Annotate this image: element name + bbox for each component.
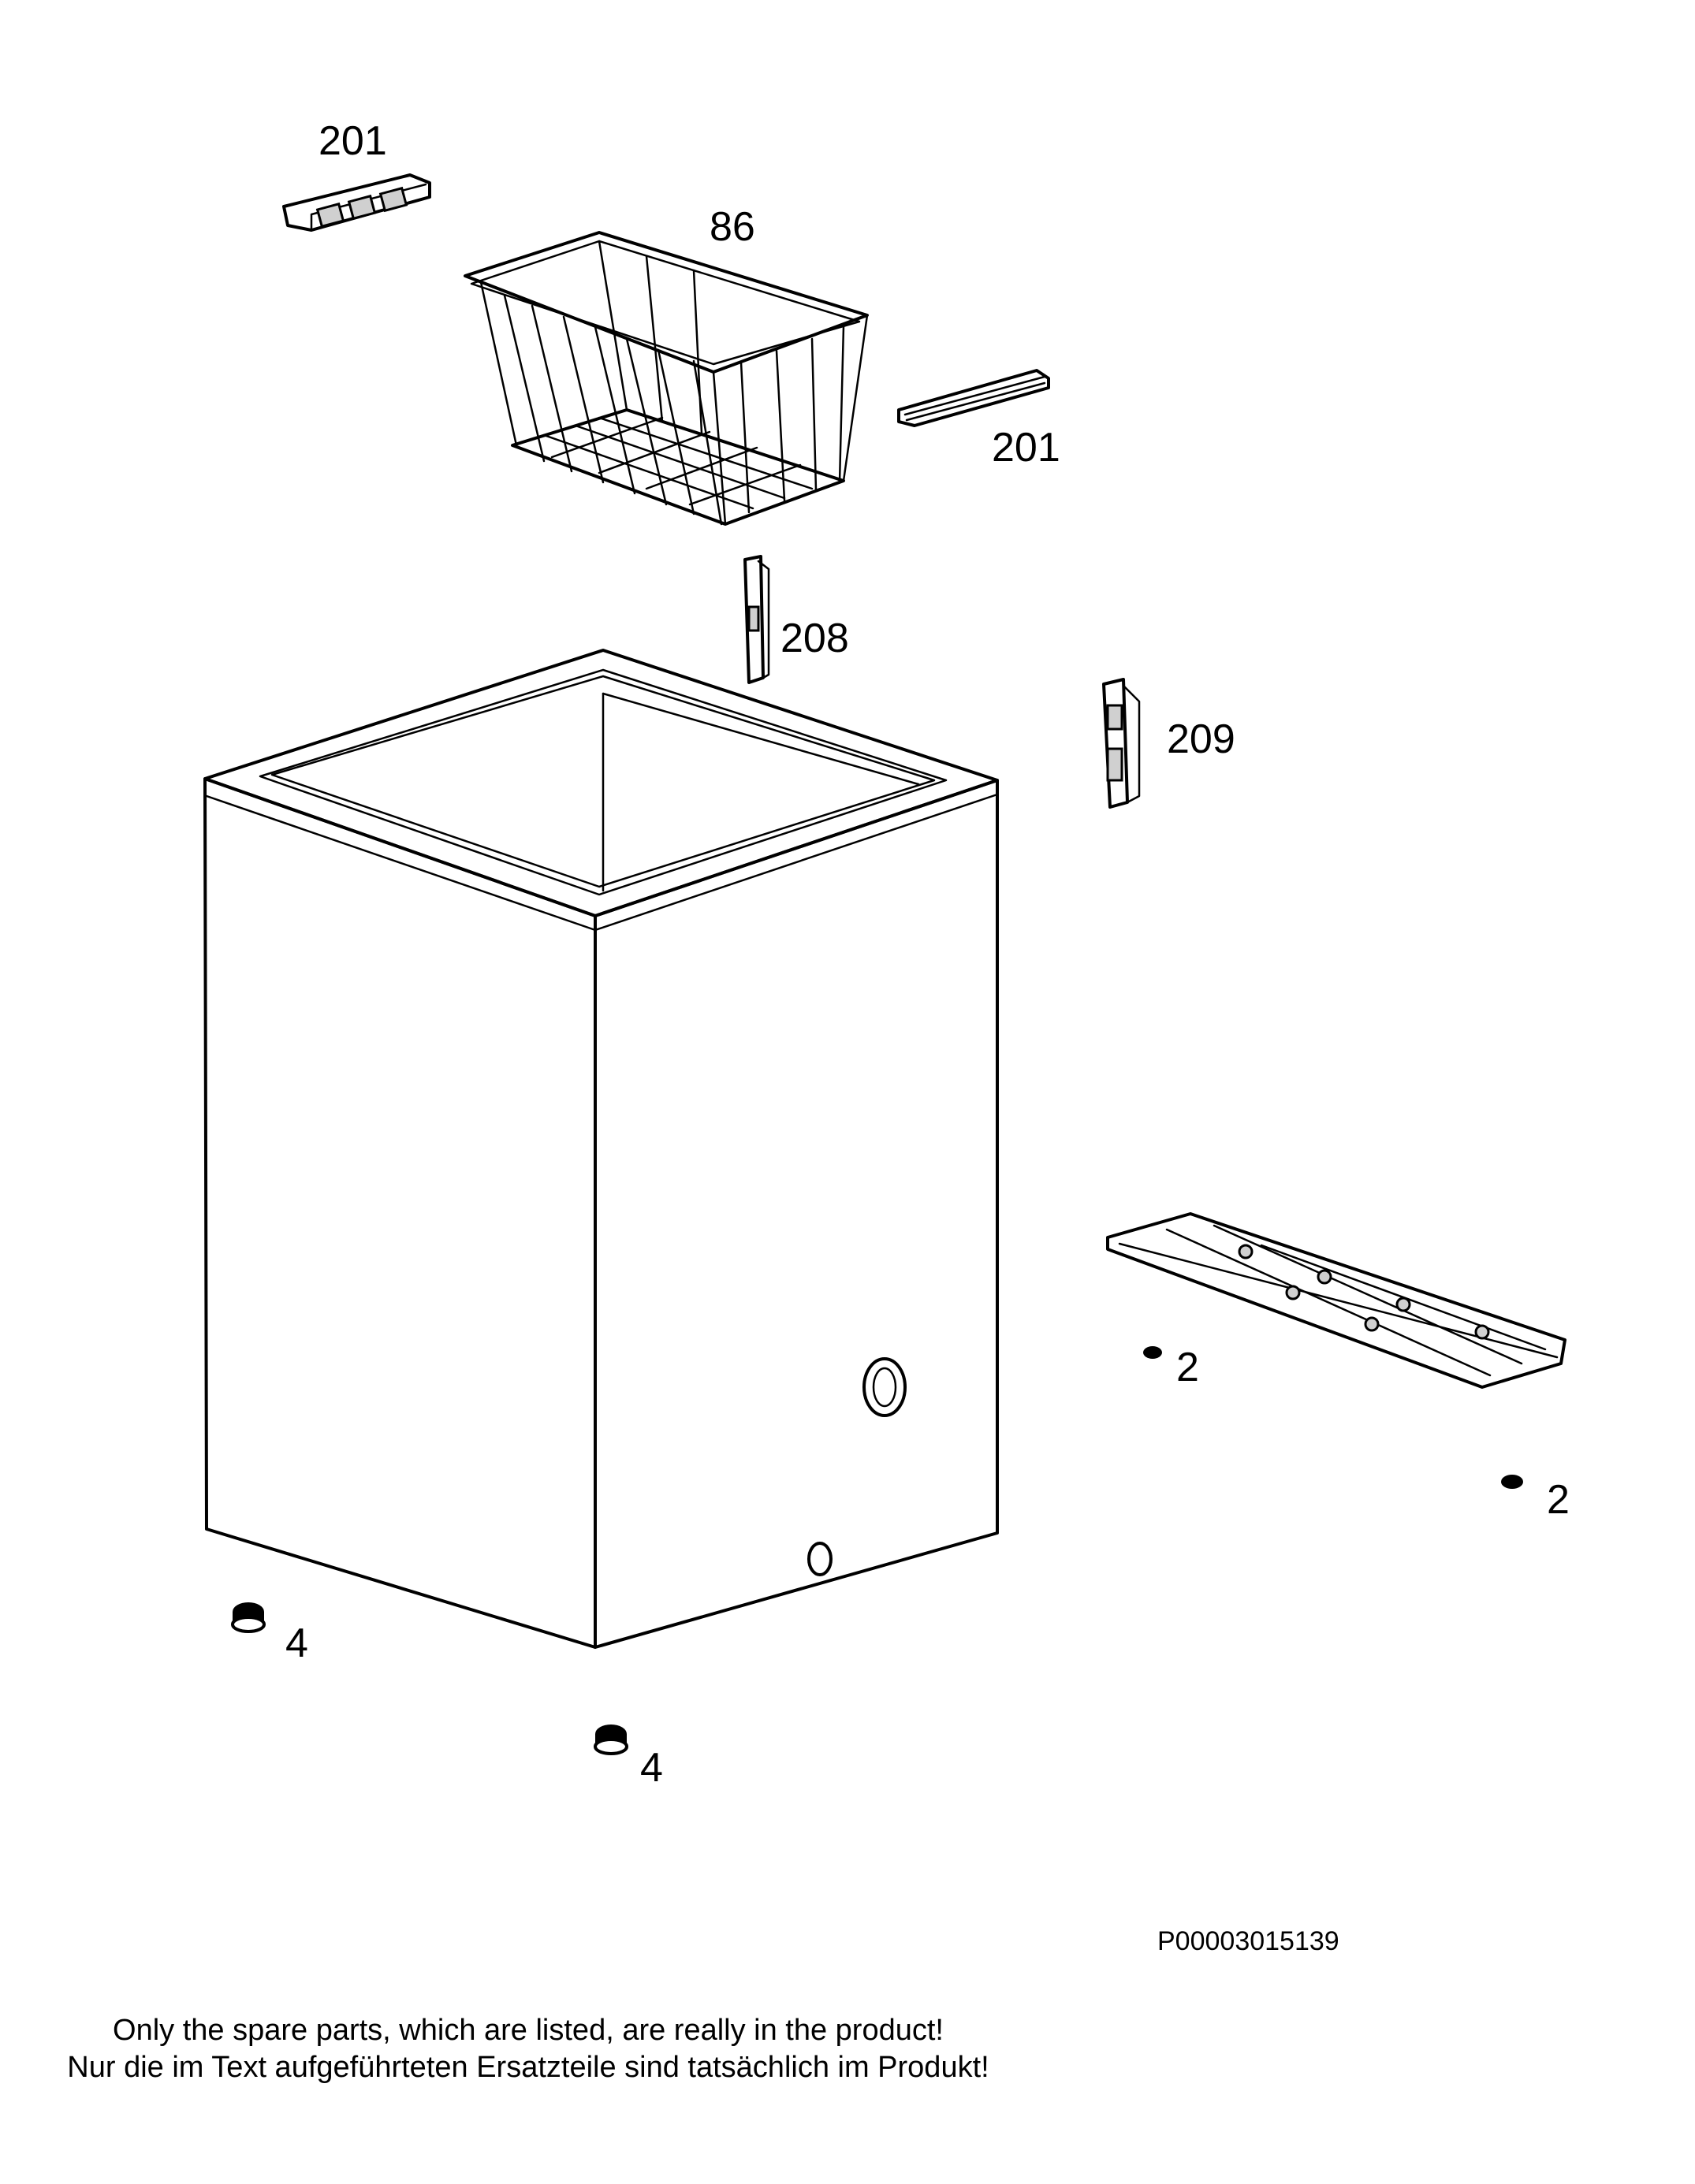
callout-4-a: 4 (285, 1620, 308, 1666)
callout-201-right: 201 (992, 425, 1060, 471)
drawing-code: P00003015139 (1157, 1926, 1339, 1956)
part-base-frame (1106, 1212, 1566, 1389)
part-201-clip-left (282, 173, 431, 232)
callout-4-b: 4 (640, 1745, 663, 1791)
part-2-foot-b (1501, 1475, 1523, 1489)
part-86-wire-basket (464, 231, 869, 526)
part-4-foot-b (594, 1725, 628, 1755)
part-2-foot-a (1143, 1346, 1162, 1359)
callout-201-top: 201 (319, 118, 387, 164)
callout-209: 209 (1167, 716, 1235, 762)
note-german: Nur die im Text aufgeführteten Ersatztei… (67, 2051, 989, 2084)
callout-86: 86 (710, 204, 755, 250)
freezer-cabinet (203, 649, 999, 1649)
callout-2-b: 2 (1547, 1477, 1570, 1523)
callout-208: 208 (780, 616, 849, 661)
callout-2-a: 2 (1176, 1345, 1199, 1390)
part-201-clip-right (897, 369, 1050, 427)
note-english: Only the spare parts, which are listed, … (113, 2014, 944, 2047)
part-4-foot-a (231, 1602, 266, 1633)
part-209-hinge (1102, 678, 1141, 809)
part-208-hinge (743, 555, 770, 684)
